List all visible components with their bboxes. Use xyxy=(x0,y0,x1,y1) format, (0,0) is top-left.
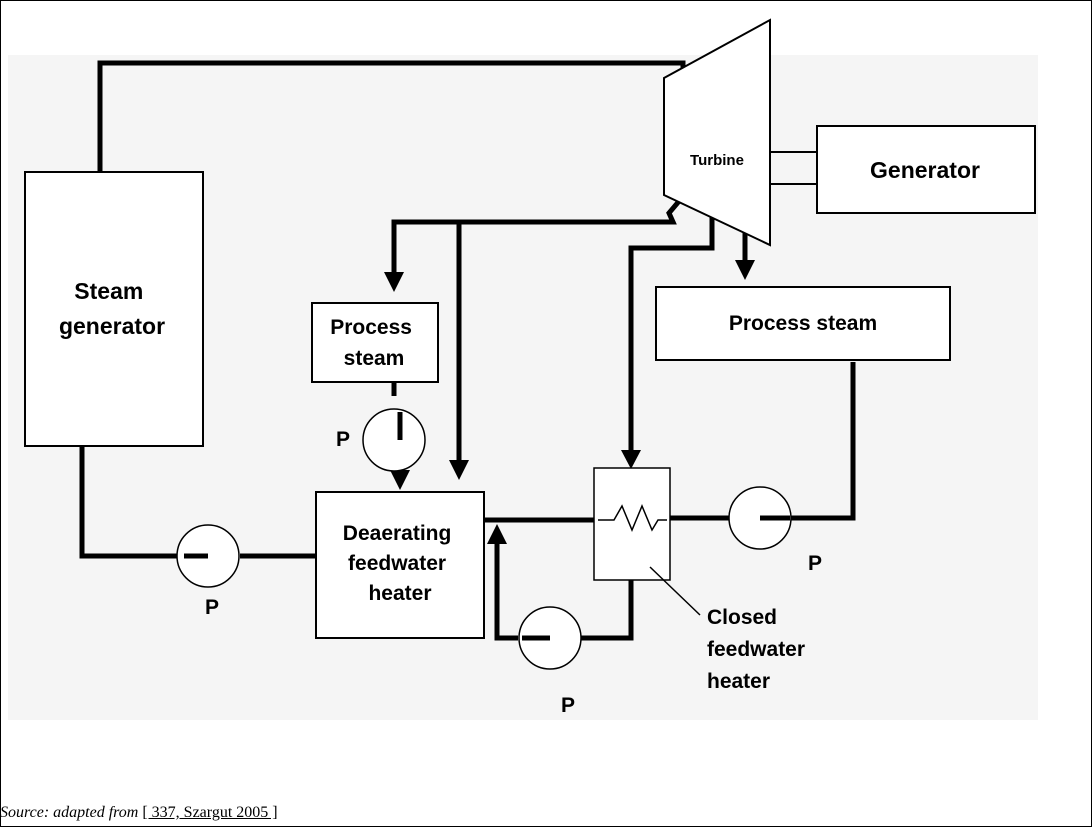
process-left-pump-label: P xyxy=(336,428,350,451)
generator-box xyxy=(816,125,1036,214)
steam-generator-box xyxy=(24,171,204,447)
arrow-to-process-right xyxy=(735,260,755,280)
caption-reference-link[interactable]: [ 337, Szargut 2005 ] xyxy=(142,804,278,821)
extraction-line-process-left xyxy=(391,198,682,273)
arrow-drain-to-feedwater xyxy=(487,524,507,544)
closed-heater-label-line-1: Closed xyxy=(707,606,777,629)
arrow-to-deaerator-steam xyxy=(449,460,469,480)
extraction-line-closed-heater xyxy=(628,214,715,452)
closed-heater-label-line-2: feedwater xyxy=(707,638,805,661)
steam-generator-label-line-1: Steam xyxy=(74,278,143,304)
deaerator-label: Deaerating feedwater heater xyxy=(343,522,457,605)
closed-heater-leader xyxy=(649,566,701,616)
process-steam-left-label-line-2: steam xyxy=(344,347,405,370)
arrow-to-deaerator-return xyxy=(390,470,410,490)
cogeneration-diagram: Turbine Generator Steam generator Proces… xyxy=(24,18,1036,717)
arrow-to-closed-heater xyxy=(621,450,641,469)
deaerator-box xyxy=(315,491,485,639)
deaerator-label-line-2: feedwater xyxy=(348,552,446,575)
closed-heater-label: Closed feedwater heater xyxy=(707,606,811,693)
turbine xyxy=(663,18,771,247)
process-steam-left-box xyxy=(311,302,439,383)
process-left-pump-circle xyxy=(362,408,426,472)
arrow-to-process-left xyxy=(384,272,404,292)
closed-heater-label-line-3: heater xyxy=(707,670,770,693)
process-steam-left-label-line-1: Process xyxy=(330,316,412,339)
process-steam-right-box xyxy=(655,286,951,361)
process-right-return-line xyxy=(790,362,856,521)
deaerator-label-line-3: heater xyxy=(368,582,431,605)
drain-pump-label: P xyxy=(561,694,575,717)
closed-heater-coil xyxy=(598,504,667,532)
source-caption: Source: adapted from [ 337, Szargut 2005… xyxy=(0,804,278,822)
feed-pump-label: P xyxy=(205,596,219,619)
caption-prefix: Source: adapted from xyxy=(0,804,143,821)
process-steam-left-label: Process steam xyxy=(330,316,418,370)
steam-generator-label: Steam generator xyxy=(59,278,165,339)
deaerator-label-line-1: Deaerating xyxy=(343,522,452,545)
drain-return-line xyxy=(494,542,518,641)
generator-label: Generator xyxy=(870,157,980,183)
process-right-pump-label: P xyxy=(808,552,822,575)
turbine-label: Turbine xyxy=(690,152,744,169)
process-steam-right-label: Process steam xyxy=(729,312,877,335)
feedwater-line-to-steam-generator xyxy=(79,446,208,559)
steam-generator-label-line-2: generator xyxy=(59,313,165,339)
closed-heater-box xyxy=(593,467,671,581)
